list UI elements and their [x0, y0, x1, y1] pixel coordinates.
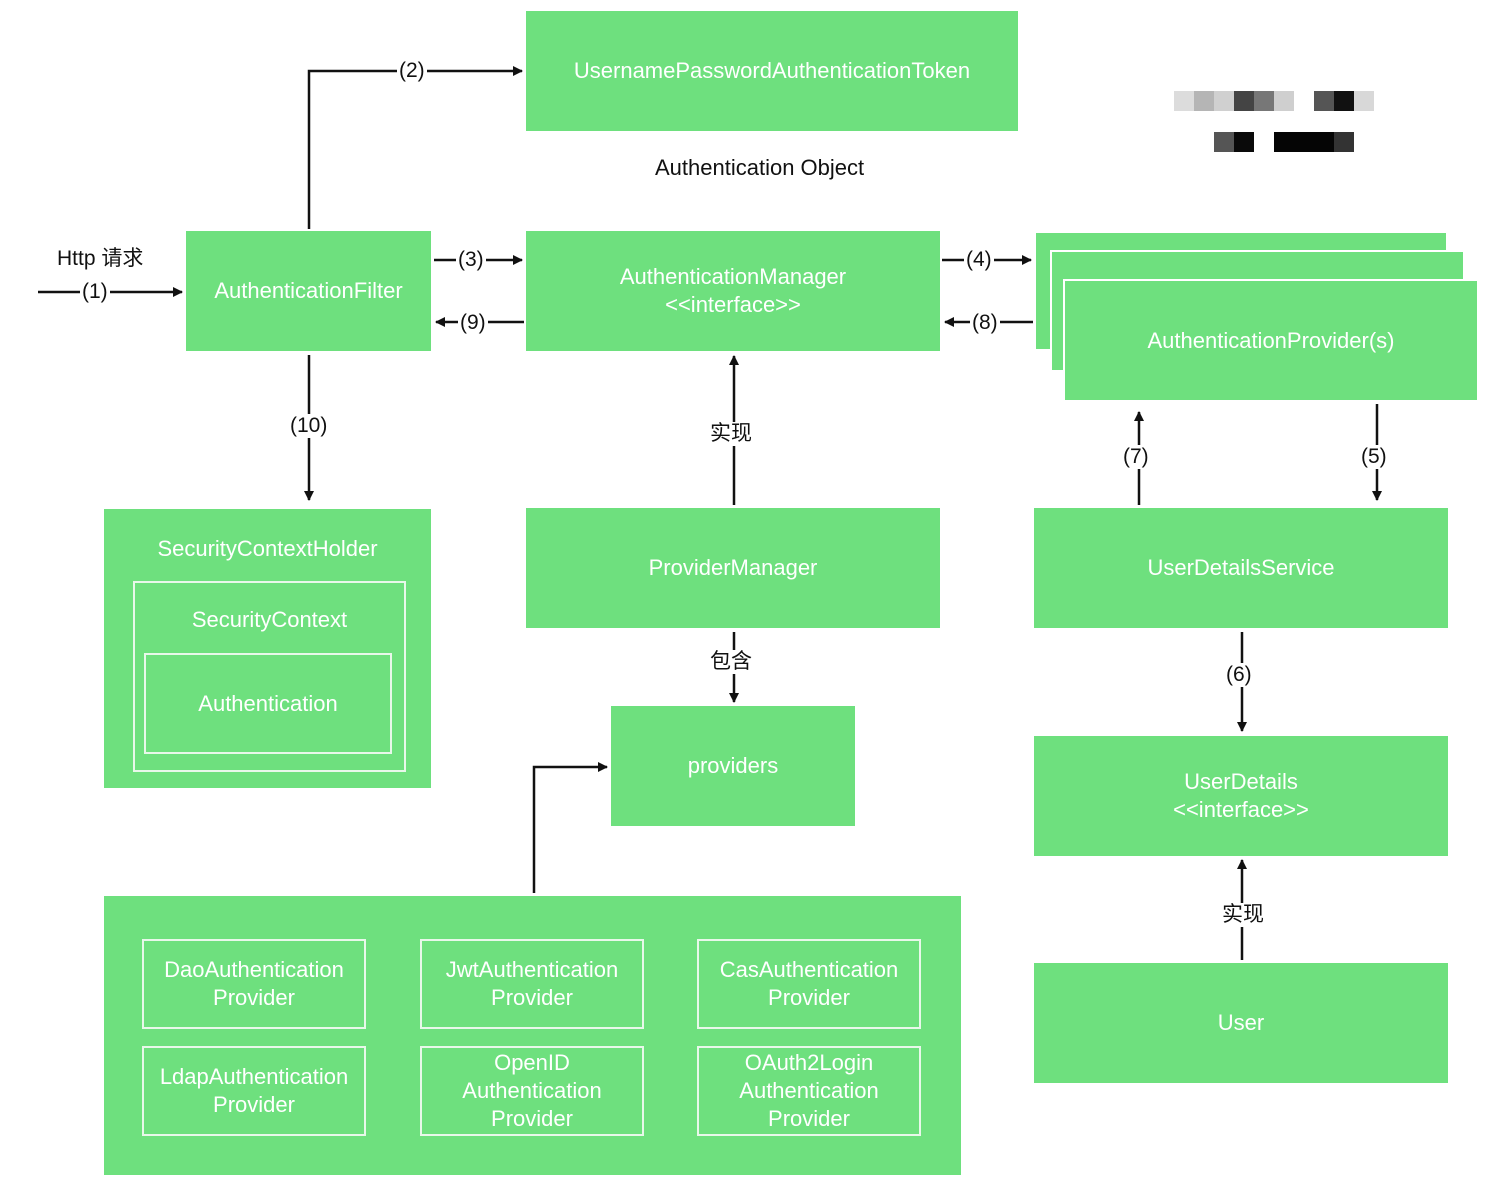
providers-stack-label: AuthenticationProvider(s)	[1147, 327, 1395, 353]
provider-oauth2: OAuth2Login Authentication Provider	[697, 1046, 921, 1136]
filter-label: AuthenticationFilter	[214, 278, 403, 303]
provider-jwt-line1: JwtAuthentication	[445, 957, 619, 982]
provider-oauth2-line2: Authentication	[739, 1078, 879, 1103]
provider-openid-line1: OpenID	[494, 1050, 570, 1075]
step7-label: (7)	[1121, 445, 1151, 469]
arrow-2	[307, 66, 523, 229]
auth-providers-group	[104, 896, 961, 1175]
token-box: UsernamePasswordAuthenticationToken	[526, 11, 1018, 131]
manager-label-line2: <<interface>>	[665, 292, 801, 317]
provider-jwt: JwtAuthentication Provider	[420, 939, 644, 1029]
http-request-label: Http 请求	[57, 247, 144, 270]
provider-jwt-line2: Provider	[491, 985, 573, 1010]
user-details-service-label: UserDetailsService	[1147, 555, 1335, 580]
filter-box: AuthenticationFilter	[186, 231, 431, 351]
providers-stack-front: AuthenticationProvider(s)	[1063, 279, 1479, 402]
step3-label: (3)	[456, 248, 486, 272]
step9-label: (9)	[458, 311, 488, 335]
step2-label: (2)	[397, 59, 427, 83]
user-details-label-line1: UserDetails	[1184, 769, 1298, 794]
providers-box: providers	[611, 706, 855, 826]
provider-ldap-line2: Provider	[213, 1092, 295, 1117]
authentication-label: Authentication	[198, 690, 338, 716]
provider-dao: DaoAuthentication Provider	[142, 939, 366, 1029]
authentication-box: Authentication	[144, 653, 392, 754]
contains-label: 包含	[708, 650, 754, 674]
user-details-service-box: UserDetailsService	[1034, 508, 1448, 628]
provider-ldap-line1: LdapAuthentication	[159, 1064, 349, 1089]
provider-dao-line2: Provider	[213, 985, 295, 1010]
implements-userdetails-label: 实现	[1220, 903, 1266, 927]
step6-label: (6)	[1224, 663, 1254, 687]
provider-openid-line2: Authentication	[462, 1078, 602, 1103]
providers-label: providers	[687, 753, 779, 778]
provider-oauth2-line1: OAuth2Login	[744, 1050, 874, 1075]
provider-manager-label: ProviderManager	[648, 555, 818, 580]
provider-openid-line3: Provider	[491, 1106, 573, 1131]
step8-label: (8)	[970, 311, 1000, 335]
manager-label-line1: AuthenticationManager	[619, 264, 847, 289]
provider-manager-box: ProviderManager	[526, 508, 940, 628]
step5-label: (5)	[1359, 445, 1389, 469]
security-context-label: SecurityContext	[191, 607, 348, 632]
user-box: User	[1034, 963, 1448, 1083]
arrow-providers	[532, 762, 608, 893]
security-context-holder-label: SecurityContextHolder	[157, 536, 378, 561]
token-label: UsernamePasswordAuthenticationToken	[573, 58, 971, 83]
implements-manager-label: 实现	[708, 422, 754, 446]
manager-box: AuthenticationManager <<interface>>	[526, 231, 940, 351]
provider-openid: OpenID Authentication Provider	[420, 1046, 644, 1136]
provider-cas: CasAuthentication Provider	[697, 939, 921, 1029]
provider-ldap: LdapAuthentication Provider	[142, 1046, 366, 1136]
user-label: User	[1217, 1010, 1265, 1035]
step10-label: (10)	[288, 414, 330, 438]
provider-cas-line1: CasAuthentication	[719, 957, 899, 982]
provider-cas-line2: Provider	[768, 985, 850, 1010]
step4-label: (4)	[964, 248, 994, 272]
user-details-box: UserDetails <<interface>>	[1034, 736, 1448, 856]
provider-oauth2-line3: Provider	[768, 1106, 850, 1131]
provider-dao-line1: DaoAuthentication	[164, 957, 344, 982]
pixelated-watermark	[1174, 91, 1374, 153]
auth-object-label: Authentication Object	[655, 155, 865, 180]
security-context-box: SecurityContext	[133, 581, 406, 772]
user-details-label-line2: <<interface>>	[1173, 797, 1309, 822]
security-context-holder-box: SecurityContextHolder	[104, 509, 431, 788]
step1-label: (1)	[80, 280, 110, 304]
